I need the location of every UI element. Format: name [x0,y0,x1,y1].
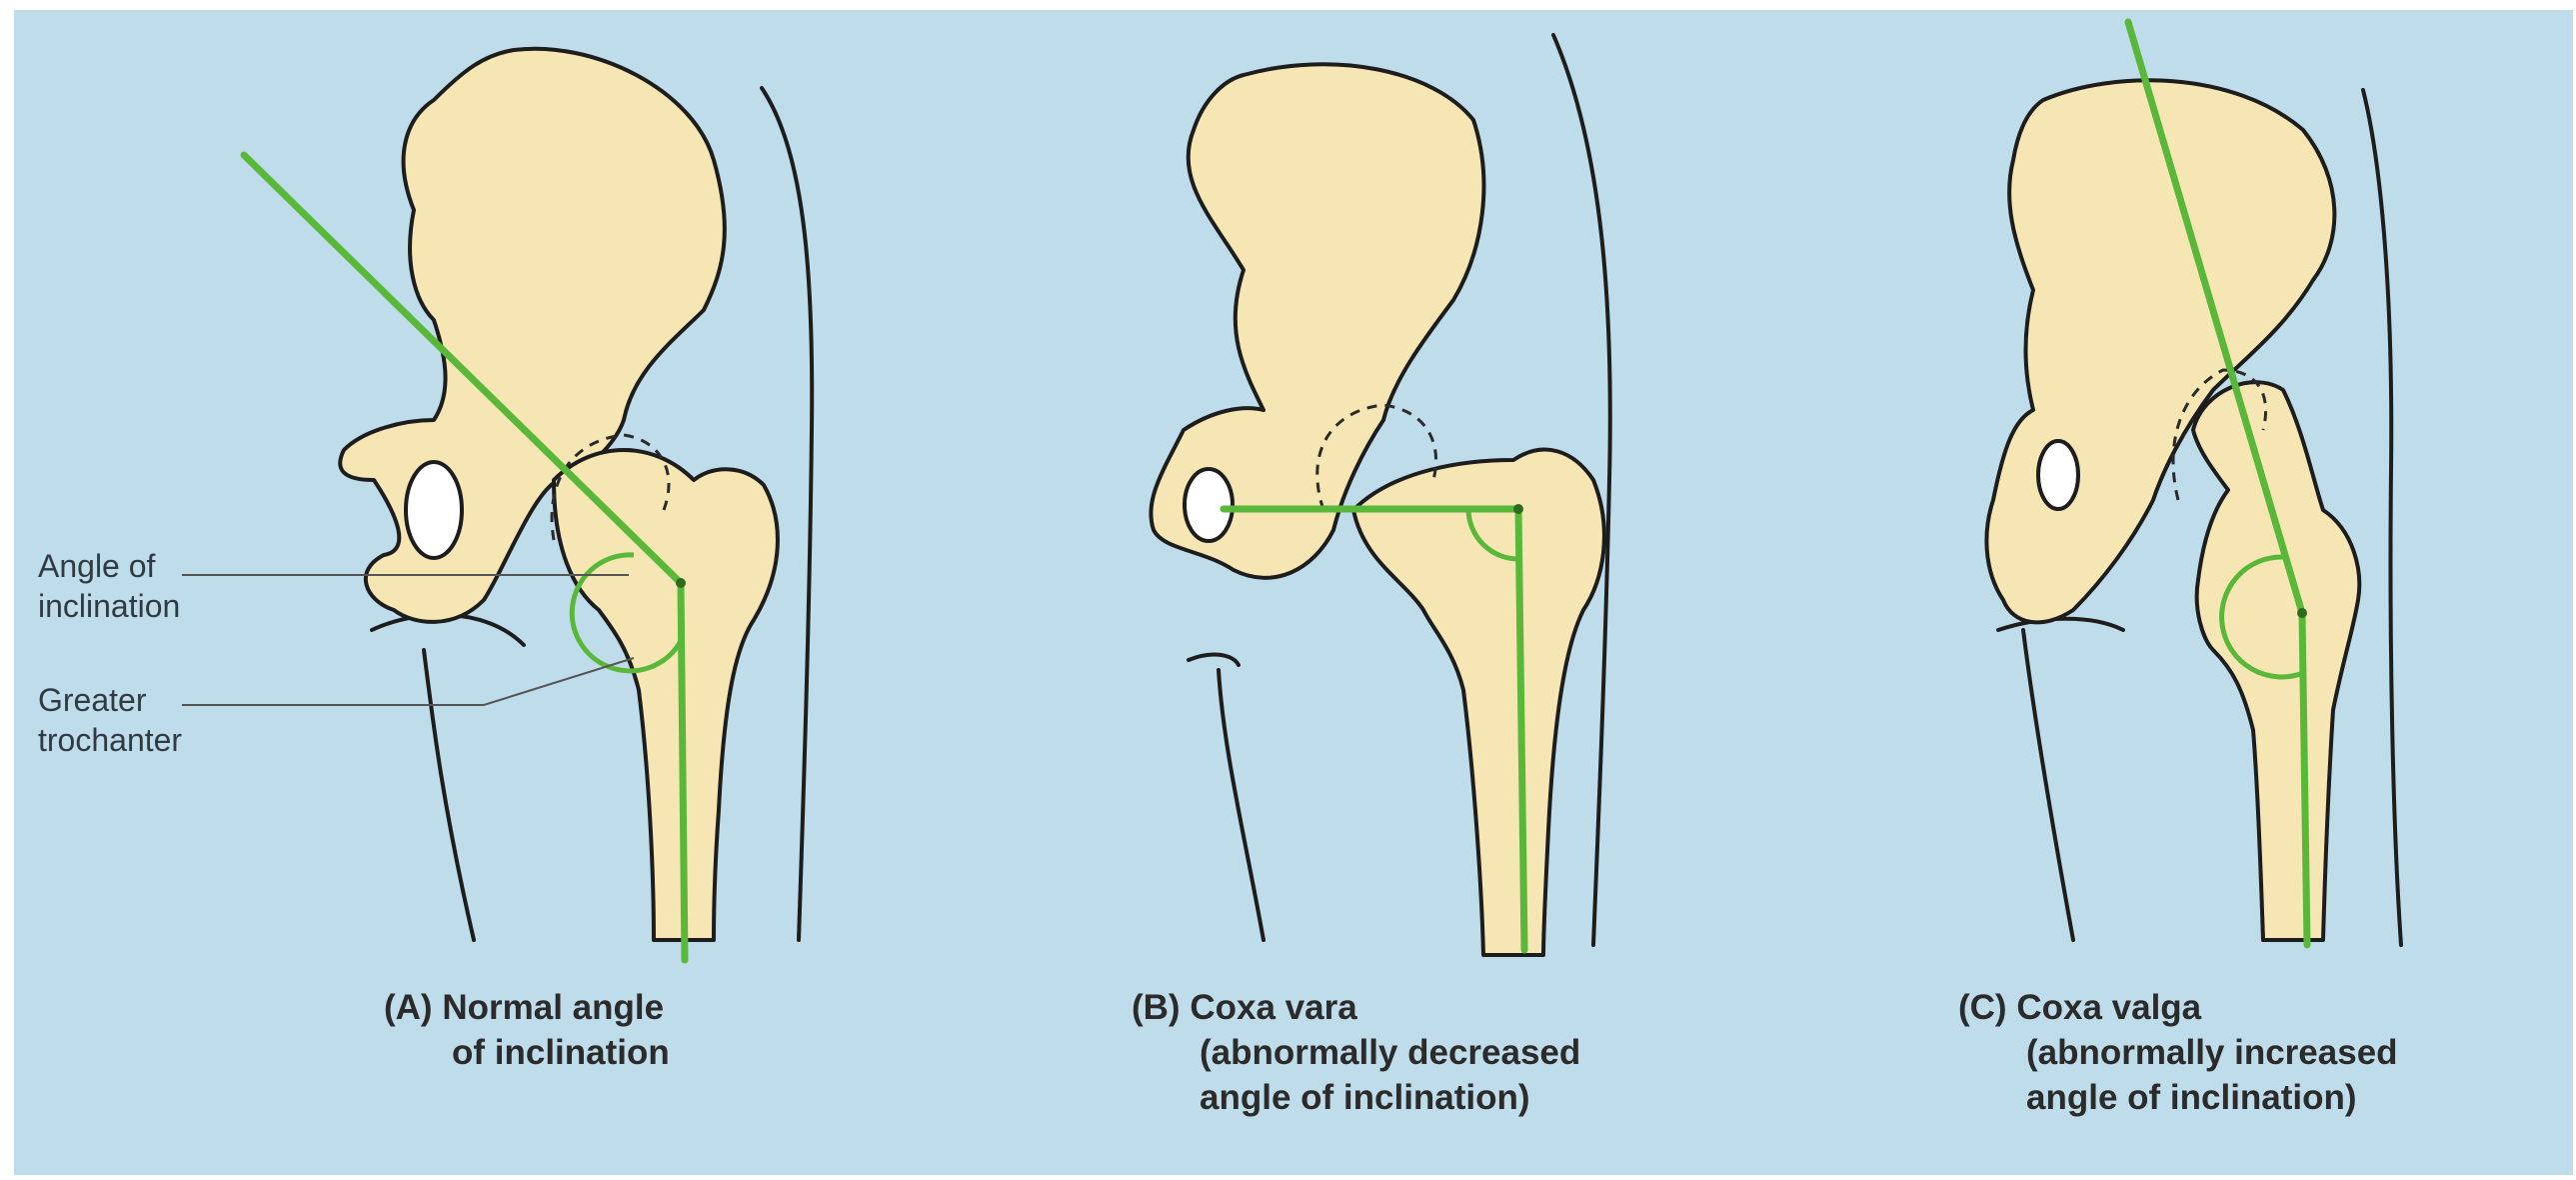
panel-b-caption-line-1: Coxa vara [1190,988,1356,1027]
panel-c-vertex [2297,608,2307,618]
panel-a-vertex [676,578,686,588]
figure-panel: Angle of inclination Greater trochanter … [14,10,2573,1175]
panel-b-vertex [1513,504,1523,514]
panel-c-thigh-contour [1998,619,2123,940]
panel-b-femur [1353,450,1604,955]
panel-c-caption-line-3: angle of inclination) [1958,1075,2398,1120]
trochanter-label-line-2: trochanter [38,720,182,760]
angle-label-line-1: Angle of [38,546,180,586]
panel-c-femur [2193,382,2359,940]
panel-a-caption: (A) Normal angle of inclination [384,985,670,1075]
panel-c-obturator-foramen [2038,441,2078,509]
panel-a-shaft-axis [681,583,685,960]
panel-c-caption: (C) Coxa valga (abnormally increased ang… [1958,985,2398,1120]
panel-b-obturator-foramen [1185,469,1233,541]
trochanter-callout-leader [182,658,634,705]
panel-a-drawing [182,49,812,960]
angle-label-line-2: inclination [38,586,180,626]
panel-a-tag: (A) [384,985,433,1030]
greater-trochanter-label: Greater trochanter [38,680,182,760]
panel-c-shaft-axis [2302,613,2307,945]
panel-c-skin-contour [2363,90,2401,945]
panel-c-tag: (C) [1958,985,2007,1030]
panel-b-caption-line-3: angle of inclination) [1132,1075,1580,1120]
angle-of-inclination-label: Angle of inclination [38,546,180,626]
panel-b-tag: (B) [1132,985,1181,1030]
panel-a-caption-line-2: of inclination [384,1030,670,1075]
panel-b-caption: (B) Coxa vara (abnormally decreased angl… [1132,985,1580,1120]
panel-b-caption-line-2: (abnormally decreased [1132,1030,1580,1075]
panel-a-obturator-foramen [406,462,462,558]
panel-a-caption-line-1: Normal angle [442,988,664,1027]
panel-c-caption-line-2: (abnormally increased [1958,1030,2398,1075]
panel-a-femur [554,450,778,940]
panel-b-drawing [1151,35,1609,955]
panel-c-drawing [1986,22,2401,945]
trochanter-label-line-1: Greater [38,680,182,720]
panel-b-thigh-contour [1189,655,1264,940]
panel-c-caption-line-1: Coxa valga [2016,988,2201,1027]
panel-a-thigh-contour [372,615,524,940]
